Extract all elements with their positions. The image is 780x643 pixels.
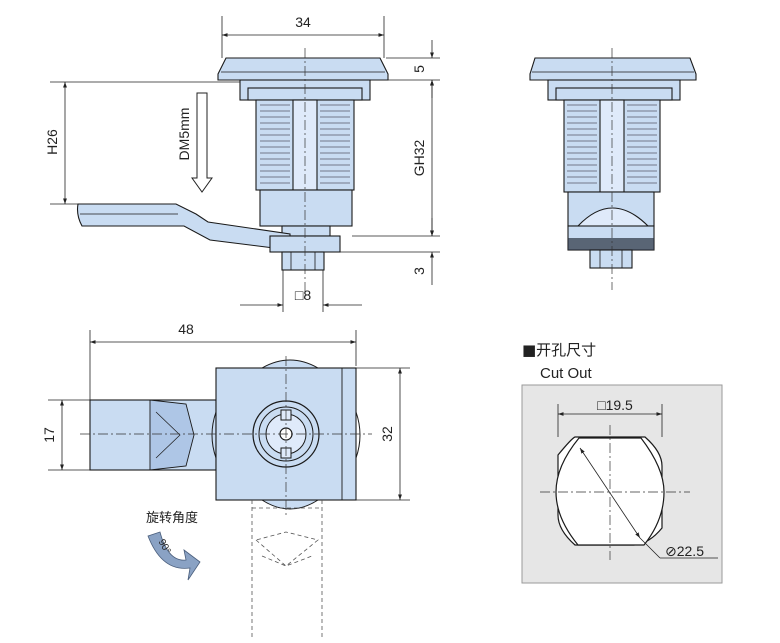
dm5mm-arrow: [191, 92, 213, 193]
rotation-arrow: [147, 531, 201, 581]
side-view: [529, 48, 697, 290]
lower-body: [259, 189, 353, 227]
cam-arm: [76, 203, 291, 251]
dim-32-label: 32: [379, 426, 395, 442]
lock-cap: [217, 57, 389, 81]
cutout-title-en: Cut Out: [540, 365, 593, 382]
rotation-angle-label: 旋转角度: [146, 510, 198, 525]
top-view: 48 17 32: [41, 321, 410, 640]
dim-square-8-label: □8: [295, 287, 311, 303]
dim-48-label: 48: [178, 321, 194, 337]
dim-dia-22-5-label: ⊘22.5: [665, 543, 704, 559]
dim-3-label: 3: [411, 267, 427, 275]
dim-5-label: 5: [411, 65, 427, 73]
cutout-title-cn: ■开孔尺寸: [522, 341, 596, 359]
dim-square-19-5-label: □19.5: [597, 397, 633, 413]
dm5mm-label: DM5mm: [176, 108, 192, 161]
dim-h26-label: H26: [44, 129, 60, 155]
dim-gh32-label: GH32: [411, 140, 427, 177]
dim-17-label: 17: [41, 427, 57, 443]
cutout-section: ■开孔尺寸 Cut Out □19.5 ⊘22.5: [521, 341, 723, 584]
front-view: 34 H26 DM5mm: [44, 14, 440, 312]
dim-34-label: 34: [295, 14, 311, 30]
